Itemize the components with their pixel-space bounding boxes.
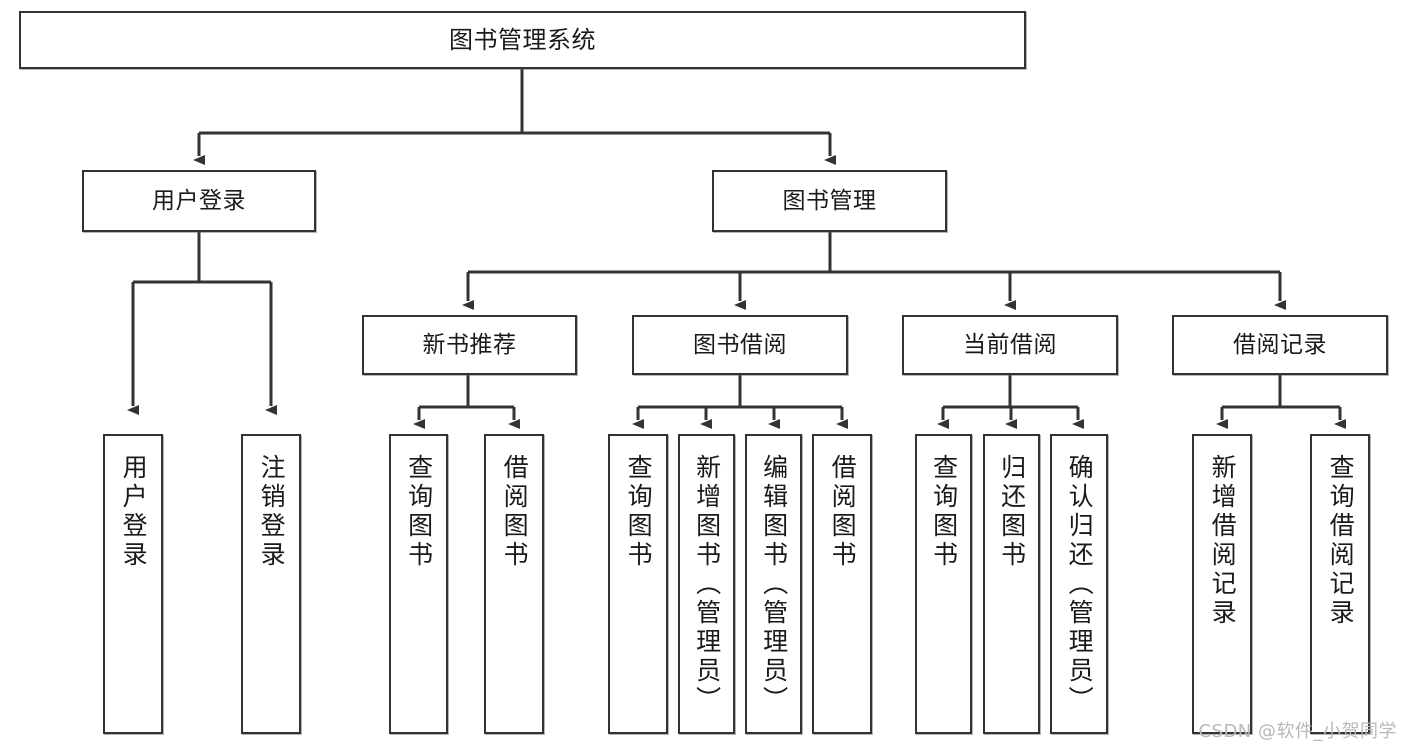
leaf-node-query-book-borrow[interactable]: 查询图书 — [608, 434, 668, 734]
node-label: 借阅图书 — [828, 454, 858, 570]
node-borrow-record[interactable]: 借阅记录 — [1172, 315, 1388, 375]
node-label: 查询图书 — [929, 454, 959, 570]
leaf-node-user-login[interactable]: 用户登录 — [103, 434, 163, 734]
node-label: 用户登录 — [119, 454, 149, 570]
leaf-node-borrow-book[interactable]: 借阅图书 — [812, 434, 872, 734]
node-label: 图书借阅 — [693, 331, 787, 358]
csdn-watermark: CSDN @软件_小贺同学 — [1198, 721, 1397, 742]
leaf-node-logout[interactable]: 注销登录 — [241, 434, 301, 734]
leaf-node-query-borrow-record[interactable]: 查询借阅记录 — [1310, 434, 1370, 734]
leaf-node-return-book[interactable]: 归还图书 — [983, 434, 1040, 734]
node-new-book-recommend[interactable]: 新书推荐 — [362, 315, 577, 375]
node-label: 查询借阅记录 — [1326, 454, 1356, 628]
node-label: 新增借阅记录 — [1208, 454, 1238, 628]
node-label: 用户登录 — [152, 187, 246, 214]
node-label: 编辑图书（管理员） — [759, 454, 789, 715]
leaf-node-add-book-admin[interactable]: 新增图书（管理员） — [678, 434, 735, 734]
node-label: 图书管理系统 — [449, 26, 596, 54]
leaf-node-add-borrow-record[interactable]: 新增借阅记录 — [1192, 434, 1252, 734]
node-label: 图书管理 — [782, 187, 877, 214]
node-label: 新增图书（管理员） — [692, 454, 722, 715]
leaf-node-query-book-recommend[interactable]: 查询图书 — [389, 434, 448, 734]
node-book-borrow[interactable]: 图书借阅 — [632, 315, 848, 375]
leaf-node-edit-book-admin[interactable]: 编辑图书（管理员） — [745, 434, 802, 734]
node-book-management[interactable]: 图书管理 — [712, 170, 947, 232]
node-label: 新书推荐 — [422, 331, 517, 358]
node-label: 查询图书 — [624, 454, 654, 570]
node-label: 归还图书 — [997, 454, 1027, 570]
node-user-login[interactable]: 用户登录 — [82, 170, 316, 232]
leaf-node-borrow-book-recommend[interactable]: 借阅图书 — [484, 434, 544, 734]
node-label: 借阅图书 — [500, 454, 530, 570]
node-label: 注销登录 — [257, 454, 287, 570]
node-label: 借阅记录 — [1233, 331, 1327, 358]
leaf-node-query-book-current[interactable]: 查询图书 — [915, 434, 972, 734]
node-label: 查询图书 — [404, 454, 434, 570]
node-root-book-management-system[interactable]: 图书管理系统 — [19, 11, 1026, 69]
node-current-borrow[interactable]: 当前借阅 — [902, 315, 1118, 375]
leaf-node-confirm-return-admin[interactable]: 确认归还（管理员） — [1050, 434, 1108, 734]
node-label: 当前借阅 — [963, 331, 1057, 358]
node-label: 确认归还（管理员） — [1065, 454, 1095, 715]
